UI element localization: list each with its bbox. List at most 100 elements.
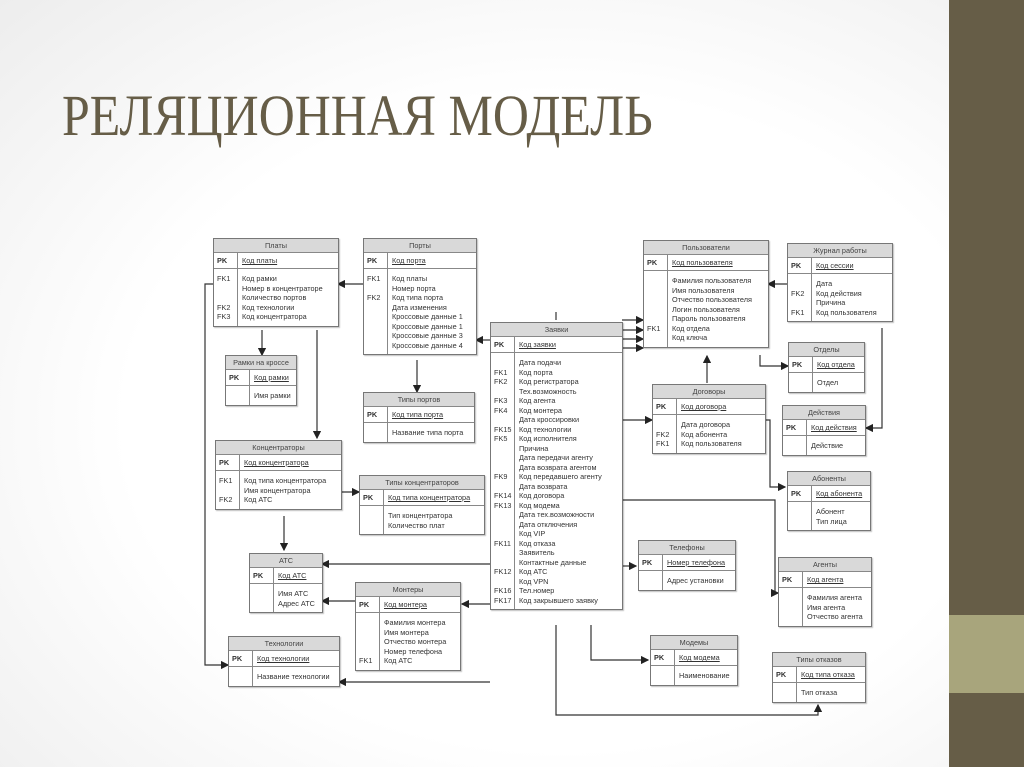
fk-label	[232, 672, 252, 682]
entity-name: Договоры	[653, 385, 765, 399]
attribute-field: Код монтера	[519, 405, 562, 415]
attribute-field: Кроссовые данные 3	[392, 331, 463, 340]
attribute-field: Код агента	[519, 396, 556, 405]
fk-label: FK12	[494, 567, 512, 576]
attribute-field: Отчество агента	[807, 612, 863, 621]
attribute-field: Код пользователя	[816, 307, 877, 317]
fk-label	[359, 637, 379, 647]
fk-label	[367, 331, 387, 341]
entity-name: Типы отказов	[773, 653, 865, 667]
entity-name: Абоненты	[788, 472, 870, 486]
fk-label	[494, 463, 514, 473]
fk-label: FK1	[656, 439, 670, 448]
fk-label	[791, 517, 811, 527]
fk-label	[367, 303, 387, 313]
attribute-field: Номер порта	[392, 283, 436, 293]
pk-label: PK	[364, 253, 388, 268]
pk-field: Код абонента	[816, 489, 863, 498]
fk-label	[647, 314, 667, 324]
attribute-field: Количество портов	[242, 293, 307, 302]
fk-label: FK15	[494, 424, 512, 434]
fk-label	[647, 333, 667, 343]
pk-field: Код платы	[242, 256, 278, 265]
fk-label: FK1	[359, 656, 373, 665]
fk-label	[494, 558, 514, 568]
attribute-field: Код абонента	[681, 429, 728, 439]
fk-label	[782, 603, 802, 613]
fk-label	[782, 593, 802, 603]
fk-label: FK1	[367, 274, 381, 283]
pk-field: Код модема	[679, 653, 720, 662]
attribute-field: Кроссовые данные 4	[392, 340, 463, 350]
attribute-field: Имя АТС	[278, 589, 309, 598]
fk-label	[647, 295, 667, 305]
attribute-field: Дата тех.возможности	[519, 510, 595, 519]
fk-label: FK1	[791, 307, 805, 317]
decorative-side-band	[949, 615, 1024, 693]
pk-field: Код типа концентратора	[388, 493, 471, 502]
fk-label: FK9	[494, 472, 508, 481]
fk-label	[494, 453, 514, 463]
attribute-field: Код концентратора	[242, 312, 307, 321]
fk-label	[791, 298, 811, 308]
pk-field: Код рамки	[254, 373, 289, 382]
attribute-field: Дата договора	[681, 420, 731, 429]
attribute-field: Номер в концентраторе	[242, 283, 323, 293]
entity-name: Порты	[364, 239, 476, 253]
attribute-field: Код договора	[519, 491, 565, 500]
pk-field: Код действия	[811, 423, 857, 432]
attribute-field: Имя агента	[807, 602, 846, 612]
attribute-field: Фамилия агента	[807, 593, 862, 602]
fk-label	[642, 576, 662, 586]
attribute-field: Имя концентратора	[244, 485, 311, 495]
attribute-field: Дата отключения	[519, 519, 578, 529]
fk-label	[494, 415, 514, 425]
attribute-field: Код технологии	[519, 424, 572, 434]
attributes: Адрес установки	[639, 571, 735, 590]
pk-field: Код сессии	[816, 261, 854, 270]
fk-label	[647, 276, 667, 286]
attribute-field: Код АТС	[244, 495, 273, 504]
attribute-field: Код VIP	[519, 529, 546, 538]
pk-label: PK	[214, 253, 238, 268]
attribute-field: Фамилия пользователя	[672, 276, 752, 285]
pk-field: Код договора	[681, 402, 727, 411]
attribute-field: Код АТС	[384, 656, 413, 665]
pk-label: PK	[779, 572, 803, 587]
fk-label	[792, 378, 812, 388]
attribute-field: Код пользователя	[681, 439, 742, 448]
